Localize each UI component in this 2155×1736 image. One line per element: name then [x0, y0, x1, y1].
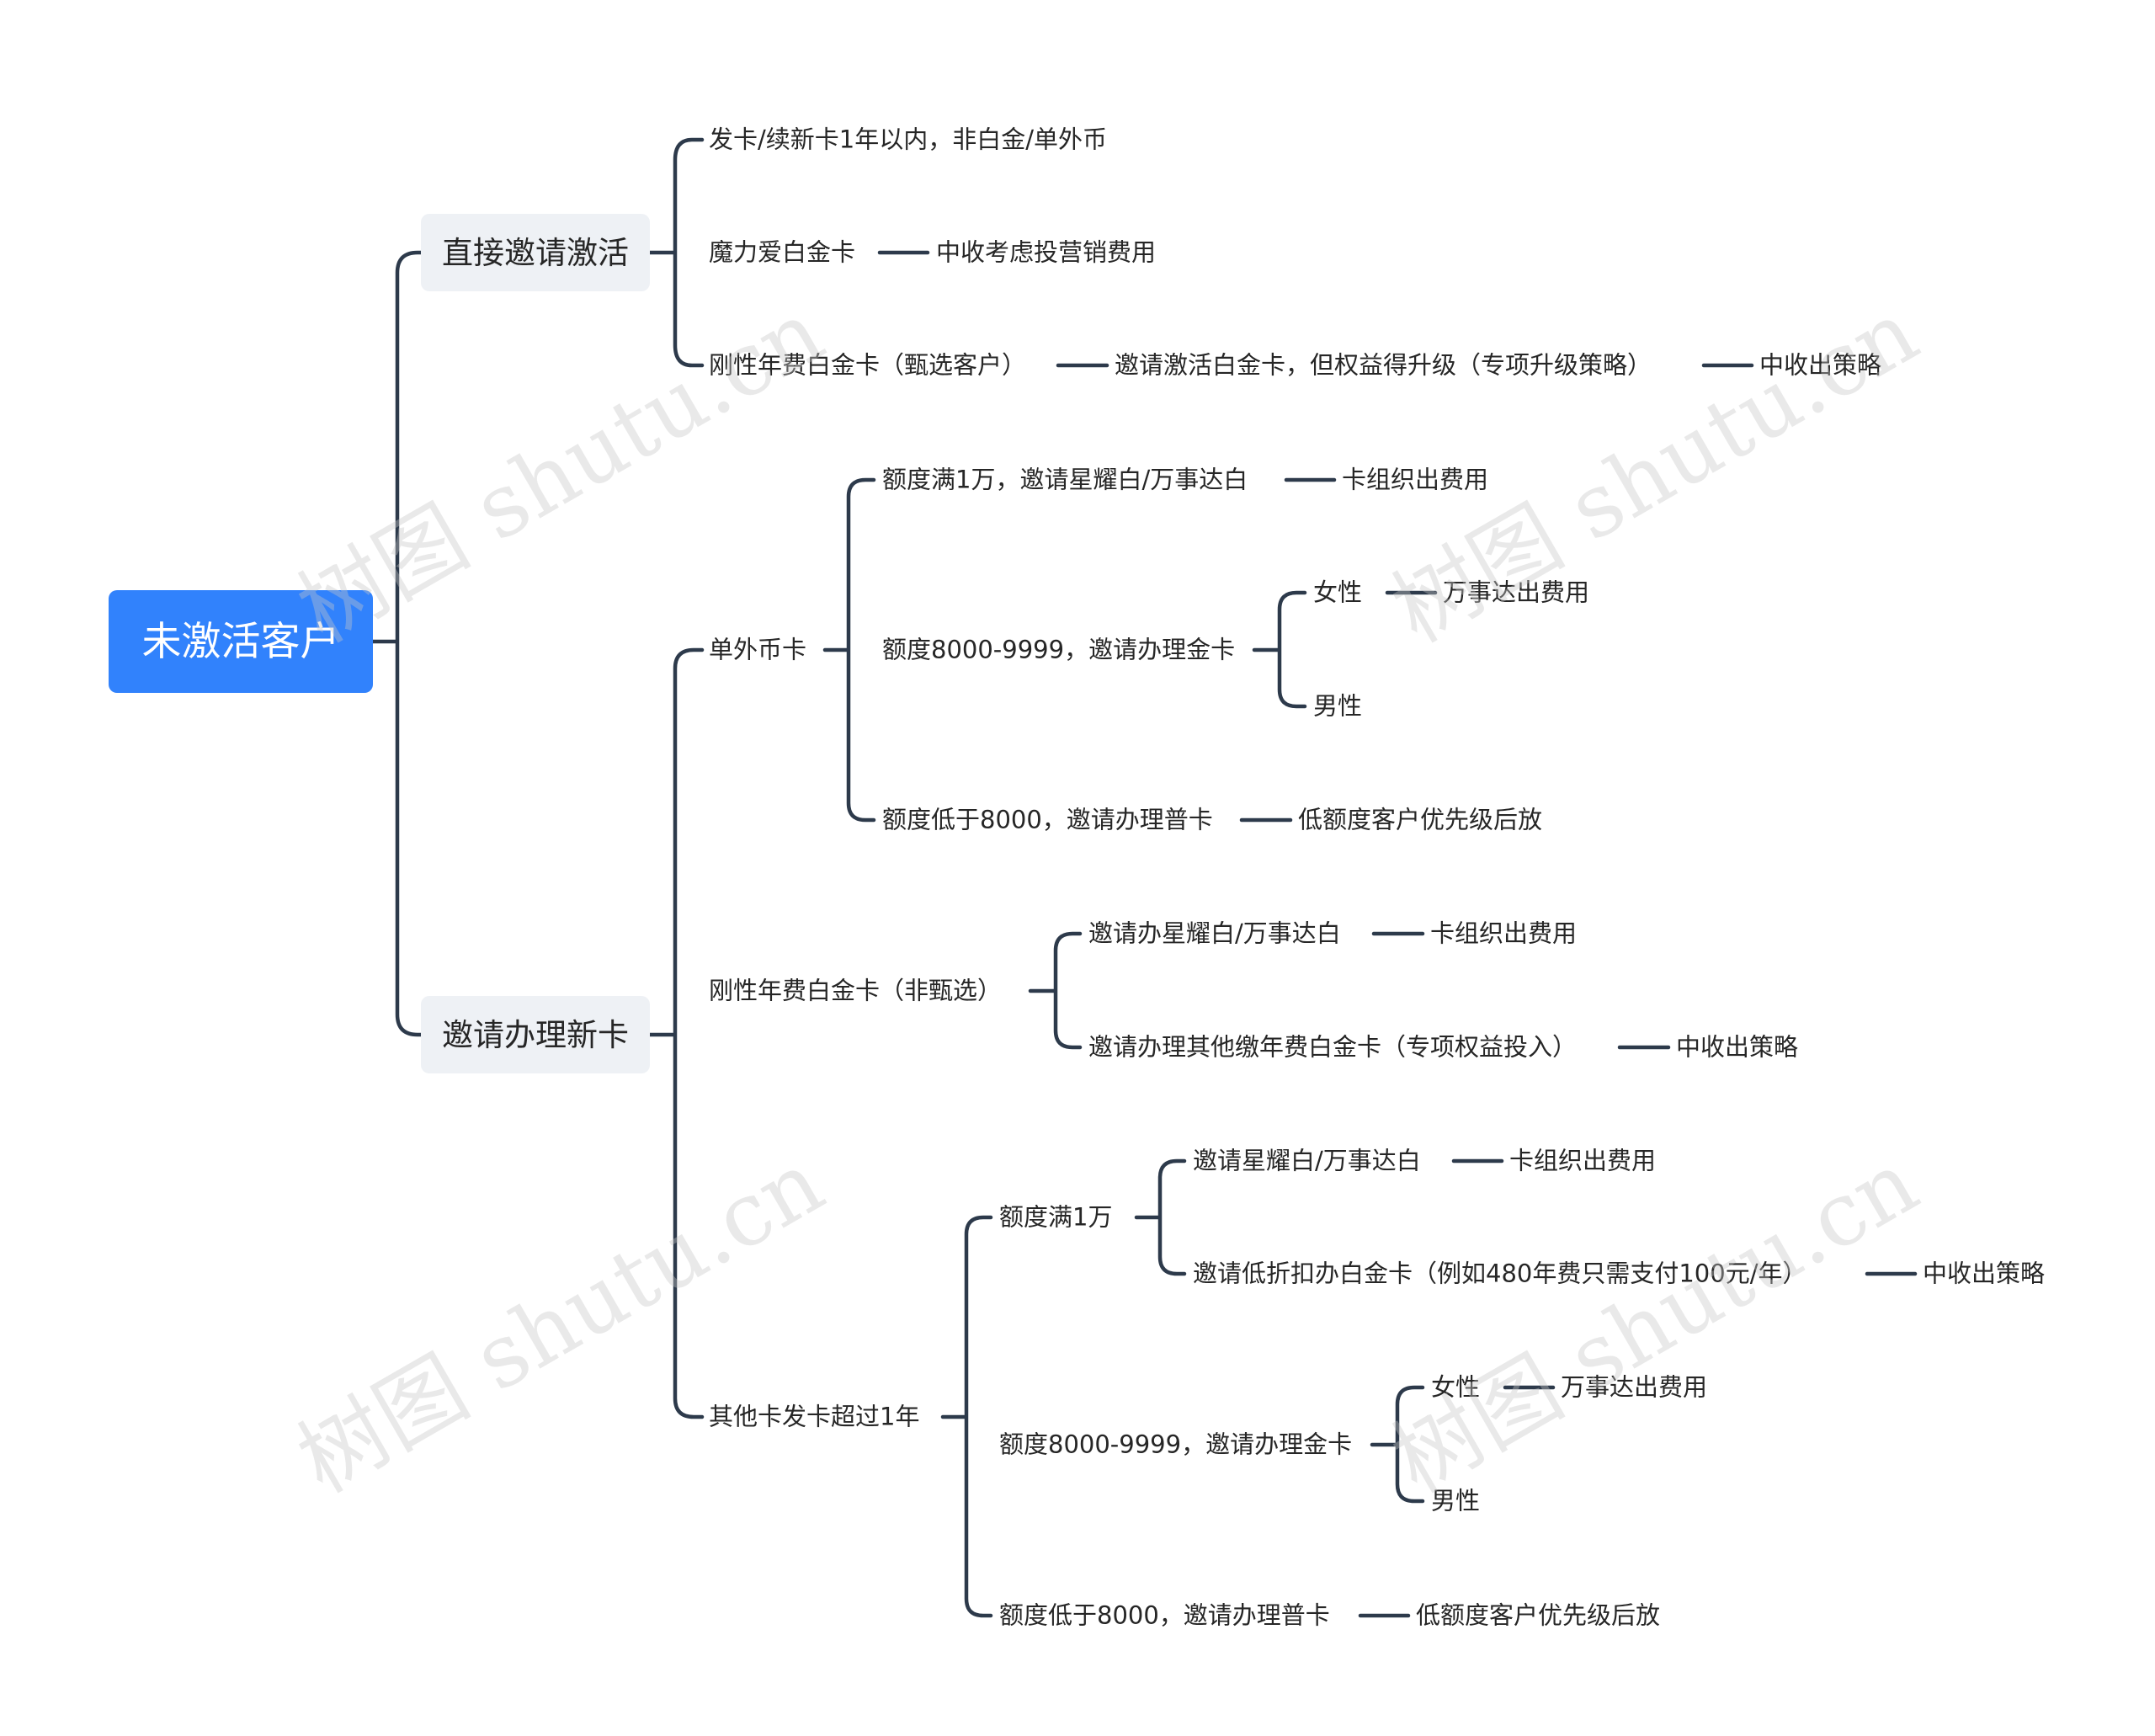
connector — [1028, 931, 1083, 1050]
topic-note[interactable]: 中收出策略 — [1759, 350, 1882, 380]
topic-rigid-fee-platinum-selected[interactable]: 刚性年费白金卡（甄选客户） — [709, 350, 1027, 380]
topic-note[interactable]: 卡组织出费用 — [1509, 1146, 1657, 1175]
topic-note[interactable]: 万事达出费用 — [1443, 578, 1590, 607]
branch-direct-invite[interactable]: 直接邀请激活 — [421, 214, 650, 291]
branch-invite-new-card[interactable]: 邀请办理新卡 — [421, 996, 650, 1073]
connector — [940, 1215, 993, 1618]
topic-limit-8000-9999[interactable]: 额度8000-9999，邀请办理金卡 — [999, 1430, 1353, 1459]
topic-limit-below-8000[interactable]: 额度低于8000，邀请办理普卡 — [882, 805, 1213, 834]
topic-rigid-fee-platinum-nonselected[interactable]: 刚性年费白金卡（非甄选） — [709, 976, 1003, 1005]
connector — [647, 137, 705, 368]
root-node[interactable]: 未激活客户 — [109, 590, 373, 693]
topic-female[interactable]: 女性 — [1431, 1372, 1481, 1402]
topic-invite-star-platinum[interactable]: 邀请星耀白/万事达白 — [1193, 1146, 1421, 1175]
topic-new-card-within-year[interactable]: 发卡/续新卡1年以内，非白金/单外币 — [709, 125, 1107, 154]
connector — [370, 250, 423, 1037]
topic-note[interactable]: 中收考虑投营销费用 — [936, 237, 1157, 267]
topic-limit-10k[interactable]: 额度满1万 — [999, 1202, 1113, 1232]
connector — [1370, 1385, 1425, 1504]
topic-note[interactable]: 万事达出费用 — [1561, 1372, 1708, 1402]
topic-note[interactable]: 低额度客户优先级后放 — [1298, 805, 1543, 834]
topic-low-discount-platinum[interactable]: 邀请低折扣办白金卡（例如480年费只需支付100元/年） — [1193, 1259, 1807, 1288]
topic-limit-below-8000[interactable]: 额度低于8000，邀请办理普卡 — [999, 1600, 1330, 1630]
topic-note[interactable]: 邀请激活白金卡，但权益得升级（专项升级策略） — [1115, 350, 1652, 380]
connector — [1134, 1158, 1187, 1276]
topic-male[interactable]: 男性 — [1431, 1486, 1481, 1515]
topic-invite-other-fee-platinum[interactable]: 邀请办理其他缴年费白金卡（专项权益投入） — [1088, 1032, 1578, 1062]
topic-single-currency-card[interactable]: 单外币卡 — [709, 635, 807, 664]
connector — [647, 647, 705, 1419]
topic-note[interactable]: 中收出策略 — [1676, 1032, 1799, 1062]
topic-note[interactable]: 低额度客户优先级后放 — [1416, 1600, 1661, 1630]
topic-note[interactable]: 卡组织出费用 — [1430, 919, 1578, 948]
topic-female[interactable]: 女性 — [1313, 578, 1363, 607]
topic-limit-8000-9999[interactable]: 额度8000-9999，邀请办理金卡 — [882, 635, 1236, 664]
topic-limit-10k[interactable]: 额度满1万，邀请星耀白/万事达白 — [882, 465, 1248, 494]
connector — [822, 477, 876, 823]
topic-male[interactable]: 男性 — [1313, 691, 1363, 721]
topic-note[interactable]: 中收出策略 — [1923, 1259, 2046, 1288]
topic-magic-love-platinum[interactable]: 魔力爱白金卡 — [709, 237, 856, 267]
connector — [1252, 590, 1307, 709]
topic-note[interactable]: 卡组织出费用 — [1342, 465, 1489, 494]
topic-invite-star-platinum[interactable]: 邀请办星耀白/万事达白 — [1088, 919, 1341, 948]
topic-other-card-over-year[interactable]: 其他卡发卡超过1年 — [709, 1402, 920, 1431]
